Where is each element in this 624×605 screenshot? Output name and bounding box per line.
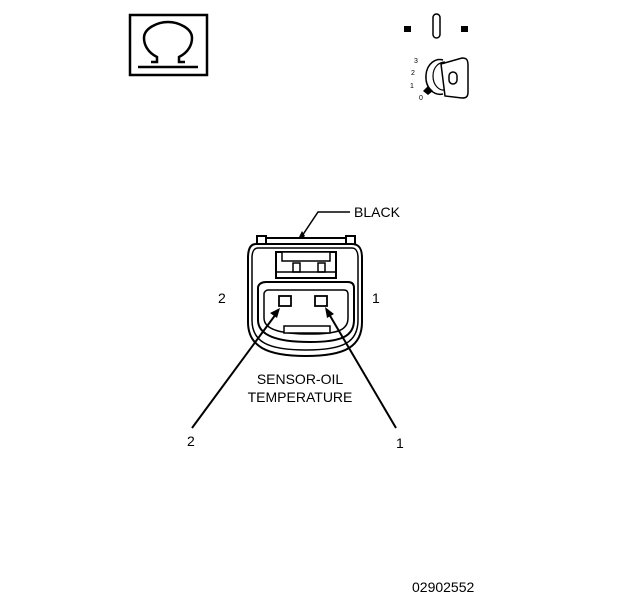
ignition-key-icon [404, 13, 469, 99]
ignition-position-3: 3 [414, 58, 418, 65]
connector-body [247, 235, 363, 358]
figure-number: 02902552 [412, 579, 475, 595]
connector-pin-right-label: 1 [372, 290, 380, 306]
connector-name-line2: TEMPERATURE [248, 389, 353, 405]
connector-pin-left-label: 2 [218, 290, 226, 306]
probe-lead-1 [325, 307, 397, 429]
ignition-position-0: 0 [419, 95, 423, 102]
probe-label-2: 2 [187, 433, 195, 449]
ignition-position-2: 2 [411, 70, 415, 77]
ohmmeter-icon [128, 13, 209, 77]
connector-color-label: BLACK [354, 204, 401, 220]
terminal-2 [278, 295, 292, 307]
ignition-position-labels: 3 2 1 0 [410, 58, 423, 102]
probe-lead-2 [191, 308, 280, 429]
connector-name-line1: SENSOR-OIL [257, 371, 344, 387]
terminal-1 [314, 295, 328, 307]
ignition-position-1: 1 [410, 83, 414, 90]
probe-label-1: 1 [396, 435, 404, 451]
